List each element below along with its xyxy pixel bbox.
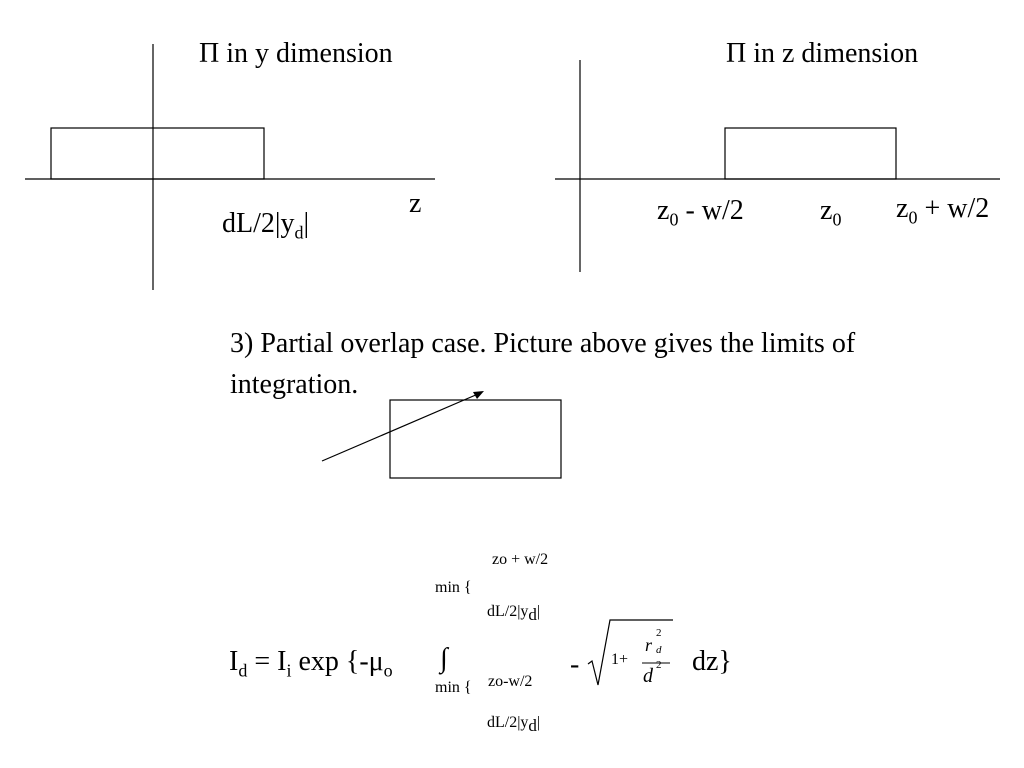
upper-limit-a: zo + w/2 — [492, 551, 549, 568]
left-plot-title: Π in y dimension — [199, 38, 393, 69]
equation-lhs: Id = Ii exp {-μo — [229, 646, 393, 681]
overlap-box — [389, 399, 562, 479]
right-pulse-rect — [724, 127, 897, 180]
note-line-2: integration. — [230, 369, 359, 400]
right-tick-left: z0 - w/2 — [657, 195, 744, 230]
left-axis-label: z — [409, 188, 422, 219]
left-width-label: dL/2|yd| — [222, 208, 310, 243]
upper-limit-min: min { — [435, 579, 472, 596]
lower-limit-a: zo-w/2 — [488, 673, 533, 690]
equation-minus: - — [570, 649, 580, 680]
sqrt-one-plus: 1+ — [611, 651, 629, 668]
upper-limit-b: dL/2|yd| — [487, 603, 541, 625]
right-tick-right: z0 + w/2 — [896, 193, 990, 228]
lower-limit-min: min { — [435, 679, 472, 696]
sqrt-sign — [587, 619, 673, 686]
overlap-arrow-line — [321, 393, 479, 462]
overlap-arrowhead — [473, 391, 484, 399]
lower-limit-b: dL/2|yd| — [487, 714, 541, 736]
left-pulse-rect — [50, 127, 265, 180]
equation-dz: dz} — [692, 646, 732, 677]
integral-sign: ∫ — [440, 643, 448, 674]
note-line-1: 3) Partial overlap case. Picture above g… — [230, 328, 856, 359]
right-plot-title: Π in z dimension — [726, 38, 919, 69]
right-tick-mid: z0 — [820, 195, 842, 230]
